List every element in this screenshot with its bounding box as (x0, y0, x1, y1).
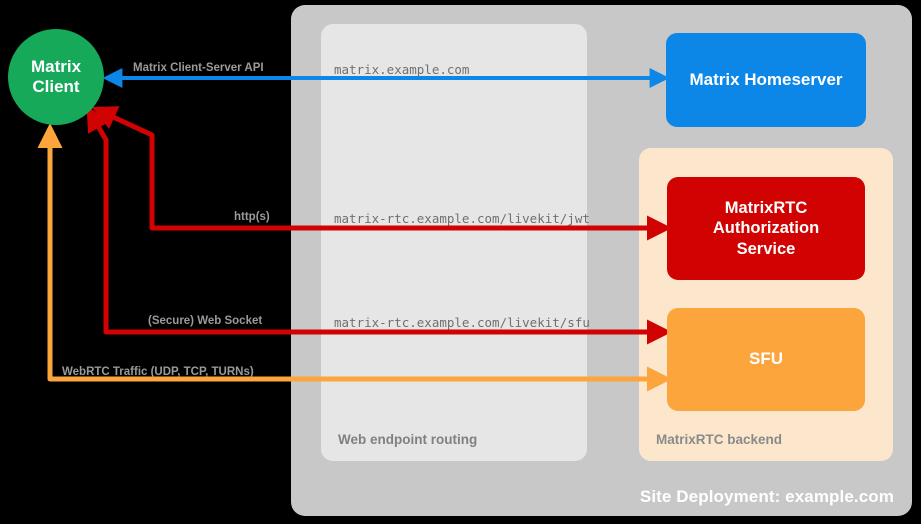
web-endpoint-routing-label: Web endpoint routing (338, 432, 478, 447)
node-matrix-client-line1: Matrix (30, 56, 82, 76)
node-matrix-client[interactable]: Matrix Client (8, 29, 104, 125)
endpoint-livekit-sfu: matrix-rtc.example.com/livekit/sfu (334, 315, 590, 330)
connector-label-webrtc: WebRTC Traffic (UDP, TCP, TURNs) (62, 366, 254, 378)
connector-label-cs-api: Matrix Client-Server API (133, 62, 264, 74)
node-matrix-client-line2: Client (32, 77, 80, 96)
node-sfu-label: SFU (749, 349, 783, 369)
site-deployment-label: Site Deployment: example.com (639, 487, 894, 506)
connector-label-websocket: (Secure) Web Socket (148, 315, 263, 327)
node-matrix-homeserver[interactable]: Matrix Homeserver (666, 33, 866, 127)
node-matrixrtc-authorization-service[interactable]: MatrixRTC Authorization Service (667, 177, 865, 280)
node-matrix-homeserver-label: Matrix Homeserver (689, 69, 843, 89)
connector-label-https: http(s) (234, 211, 270, 223)
node-auth-line1: MatrixRTC (724, 199, 808, 218)
endpoint-matrix-example-com: matrix.example.com (334, 62, 470, 77)
node-sfu[interactable]: SFU (667, 308, 865, 411)
node-auth-line3: Service (736, 239, 796, 258)
endpoint-livekit-jwt: matrix-rtc.example.com/livekit/jwt (334, 211, 590, 226)
node-auth-line2: Authorization (712, 219, 820, 238)
matrixrtc-backend-label: MatrixRTC backend (656, 432, 783, 447)
web-endpoint-routing-container: Web endpoint routing (321, 24, 587, 461)
